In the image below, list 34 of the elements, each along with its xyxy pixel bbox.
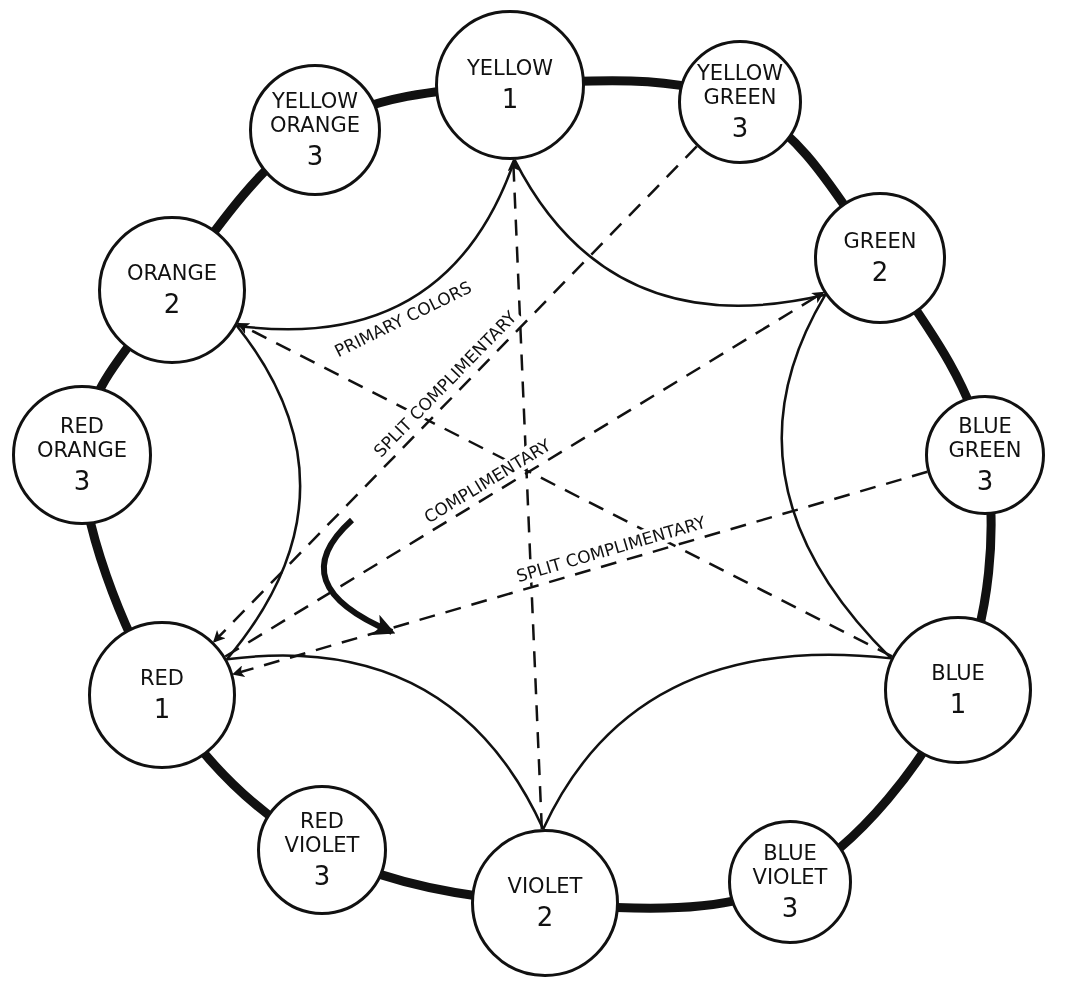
- color-number: 2: [163, 289, 181, 319]
- color-number: 2: [536, 902, 554, 932]
- color-number: 1: [949, 689, 967, 719]
- color-name: BLUE GREEN: [947, 414, 1023, 462]
- color-number: 3: [313, 861, 331, 891]
- color-number: 2: [871, 257, 889, 287]
- color-name: BLUE VIOLET: [751, 841, 829, 889]
- color-name: GREEN: [843, 229, 917, 253]
- color-number: 3: [976, 466, 994, 496]
- color-name: RED: [140, 666, 184, 690]
- curved-line: [226, 654, 545, 830]
- color-number: 3: [306, 141, 324, 171]
- color-name: YELLOW: [466, 56, 553, 80]
- dashed-line: [224, 291, 825, 658]
- curved-line: [542, 653, 892, 830]
- color-name: ORANGE: [127, 261, 217, 285]
- color-name: YELLOW ORANGE: [269, 89, 361, 137]
- color-number: 1: [501, 84, 519, 114]
- dashed-line: [507, 158, 544, 830]
- color-number: 3: [73, 466, 91, 496]
- color-number: 3: [781, 893, 799, 923]
- dashed-line: [232, 470, 928, 677]
- curved-line: [780, 294, 892, 660]
- curved-line: [225, 324, 302, 661]
- color-number: 1: [153, 694, 171, 724]
- dashed-line: [212, 145, 698, 643]
- color-number: 3: [731, 113, 749, 143]
- color-name: YELLOW GREEN: [695, 61, 784, 109]
- color-name: RED ORANGE: [36, 414, 128, 462]
- dashed-line: [237, 322, 893, 658]
- color-name: RED VIOLET: [283, 809, 361, 857]
- curved-line: [513, 159, 826, 307]
- color-name: BLUE: [931, 661, 985, 685]
- color-name: VIOLET: [507, 874, 583, 898]
